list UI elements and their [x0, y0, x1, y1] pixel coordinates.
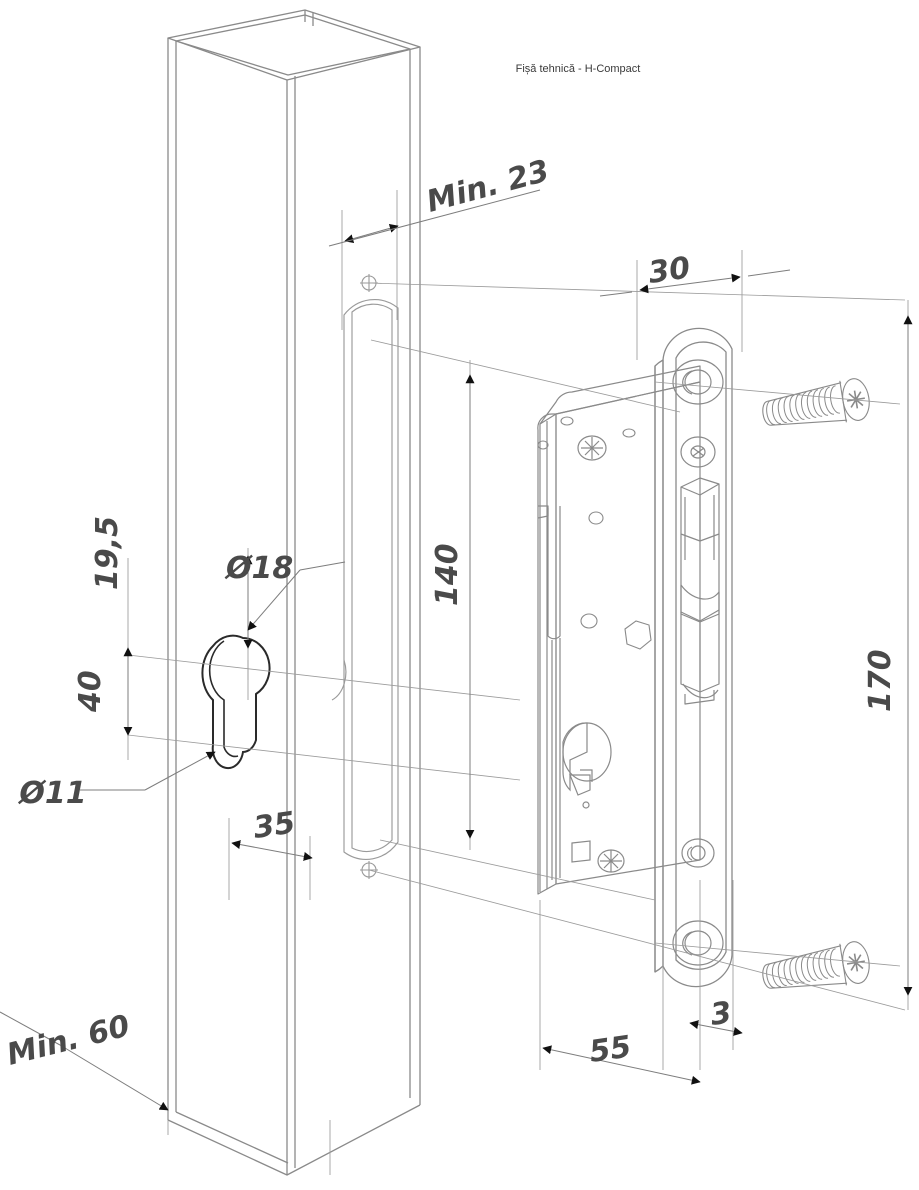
drawing-title: Fișă tehnică - H-Compact	[516, 63, 641, 75]
euro-cylinder-hole	[201, 634, 271, 770]
lock-case-screw-upper	[577, 435, 607, 461]
faceplate-recess-upper	[680, 436, 716, 468]
square-hollow-post	[167, 9, 421, 1176]
dimension-label-40: 40	[73, 670, 108, 713]
leader-dia18	[247, 569, 301, 631]
dimension-label-140: 140	[430, 543, 465, 606]
lock-case-screw-lower	[597, 849, 625, 873]
dimline-3	[689, 1020, 743, 1036]
deadbolt	[680, 584, 720, 705]
faceplate-hole-top	[672, 359, 724, 405]
dimension-lines	[123, 223, 913, 1085]
lock-case-cylinder-cavity	[562, 722, 612, 809]
post-screw-hole-marks	[360, 274, 378, 879]
dimension-label-170: 170	[863, 649, 898, 712]
dimline-35	[231, 840, 313, 861]
lock-faceplate	[654, 327, 733, 988]
leader-tails	[0, 189, 791, 1046]
euro-cylinder-hole-inner-edge	[208, 640, 239, 758]
dimension-label-min-60: Min. 60	[3, 1009, 133, 1073]
fixing-screw-bottom	[759, 938, 873, 999]
dimension-label-19-5: 19,5	[90, 516, 125, 590]
dimension-label-dia18: Ø18	[224, 551, 293, 586]
faceplate-hole-bottom	[672, 920, 724, 966]
dimline-30	[639, 273, 741, 294]
faceplate-recess-lower	[681, 838, 715, 868]
dimline-55	[542, 1045, 701, 1085]
leader-min-60	[59, 1044, 169, 1111]
dimension-label-35: 35	[251, 805, 297, 845]
fixing-screw-top	[759, 375, 873, 436]
lock-case-holes	[537, 416, 652, 650]
leader-dia11	[144, 751, 216, 791]
dimension-label-30: 30	[646, 250, 692, 290]
leader-lines	[59, 569, 301, 1111]
post-slot-cutout	[331, 298, 399, 860]
dimension-label-55: 55	[587, 1029, 633, 1069]
lock-case-square-hole	[571, 840, 591, 863]
dimension-label-dia11: Ø11	[17, 776, 86, 811]
dimension-label-3: 3	[708, 995, 734, 1033]
dimension-label-min-23: Min. 23	[423, 154, 553, 220]
dimline-min-23	[344, 223, 399, 244]
